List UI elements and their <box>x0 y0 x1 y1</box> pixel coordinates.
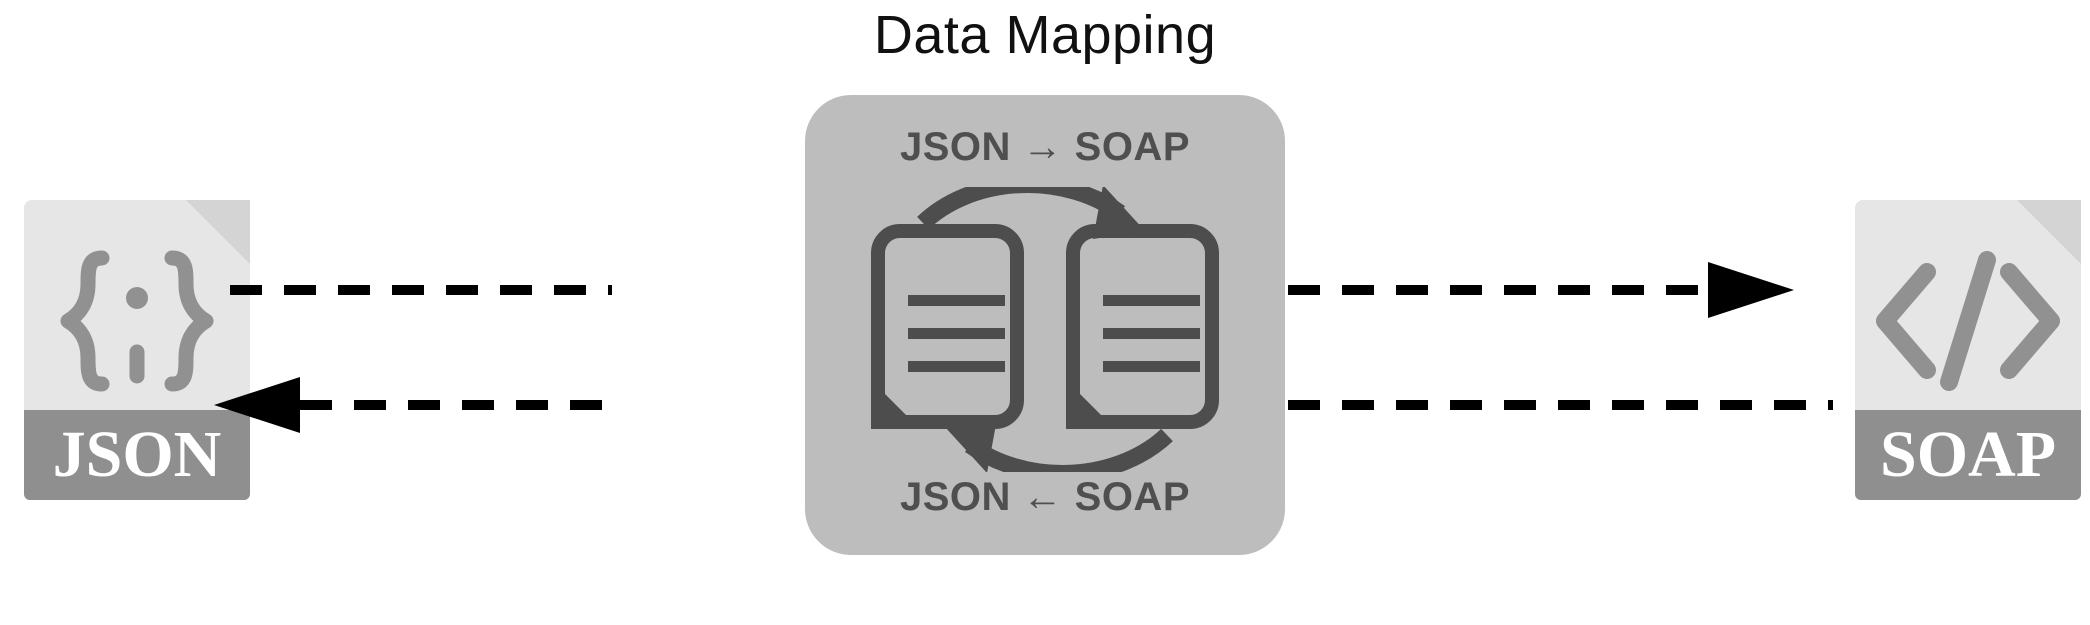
soap-file-icon[interactable]: SOAP <box>1855 200 2081 500</box>
file-type-band: SOAP <box>1855 410 2081 500</box>
soap-label: SOAP <box>1879 418 2057 491</box>
panel-to-json-dashed-line <box>300 400 612 410</box>
code-brackets-icon <box>1855 236 2081 406</box>
page-title: Data Mapping <box>873 5 1217 65</box>
json-file-icon[interactable]: JSON <box>24 200 250 500</box>
soap-to-panel-dashed-line <box>1288 400 1833 410</box>
data-mapping-panel[interactable]: JSON → SOAP <box>805 95 1285 555</box>
arrow-right-icon <box>1708 262 1794 318</box>
file-type-band: JSON <box>24 410 250 500</box>
json-to-soap-caption: JSON → SOAP <box>899 125 1190 169</box>
two-documents-cycle-icon <box>845 176 1245 482</box>
arrow-left-icon <box>214 377 300 433</box>
json-to-panel-dashed-line <box>230 285 612 295</box>
json-label: JSON <box>52 418 222 491</box>
page-fold-corner-icon <box>186 200 250 264</box>
soap-to-json-caption: JSON ← SOAP <box>899 475 1190 519</box>
json-braces-icon <box>24 236 250 406</box>
panel-to-soap-dashed-line <box>1288 285 1708 295</box>
page-fold-corner-icon <box>2017 200 2081 264</box>
